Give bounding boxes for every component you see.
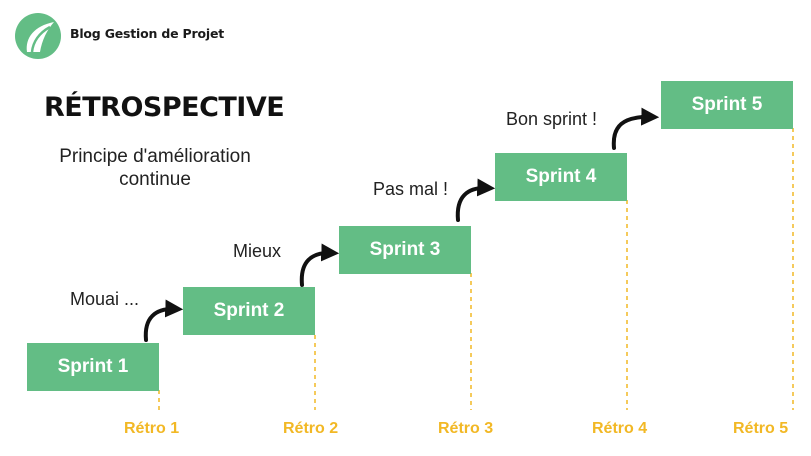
retro-label-3: Rétro 3 [438, 420, 494, 437]
sprint-2-box: Sprint 2 [183, 287, 315, 335]
comment-3: Pas mal ! [373, 179, 449, 199]
brand-name: Blog Gestion de Projet [70, 26, 225, 41]
subtitle-line-1: Principe d'amélioration [59, 146, 251, 167]
retro-label-1: Rétro 1 [124, 420, 180, 437]
retro-label-4: Rétro 4 [592, 420, 648, 437]
arrow-4 [611, 107, 660, 150]
arrow-1 [143, 299, 184, 342]
retro-label-5: Rétro 5 [733, 420, 789, 437]
arrow-2 [299, 243, 340, 287]
subtitle: Principe d'amélioration continue [20, 145, 290, 191]
sprint-5-box: Sprint 5 [661, 81, 793, 129]
subtitle-line-2: continue [119, 169, 191, 190]
retro-label-2: Rétro 2 [283, 420, 339, 437]
leaf-logo-icon [15, 13, 61, 59]
comment-1: Mouai ... [70, 289, 140, 309]
sprint-1-box: Sprint 1 [27, 343, 159, 391]
comment-4: Bon sprint ! [506, 109, 598, 129]
sprint-4-box: Sprint 4 [495, 153, 627, 201]
comment-2: Mieux [233, 241, 282, 261]
page-title: RÉTROSPECTIVE [44, 92, 285, 123]
sprint-3-box: Sprint 3 [339, 226, 471, 274]
arrow-3 [455, 178, 496, 222]
